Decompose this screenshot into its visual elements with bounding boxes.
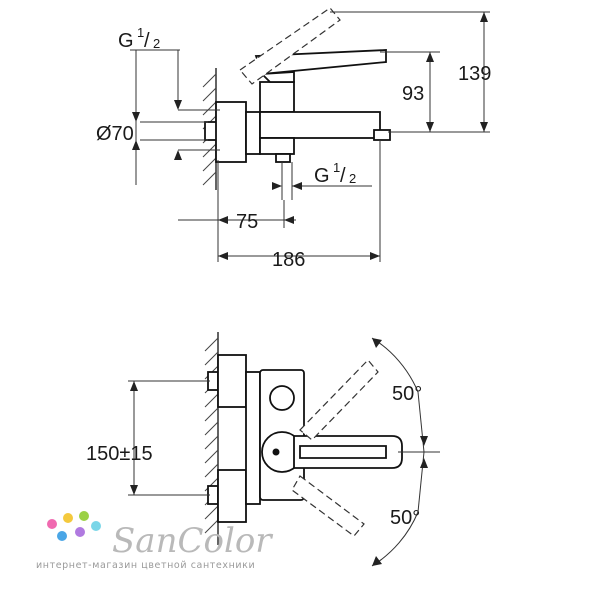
total-height-label: 139 <box>458 63 491 85</box>
faucet-side-body <box>204 7 391 163</box>
angle-down-label: 50° <box>390 507 420 529</box>
logo-dot <box>91 521 101 531</box>
angle-arcs <box>371 337 440 567</box>
wall-hatch-front <box>204 332 219 545</box>
thread-bottom-slash: / <box>340 165 346 187</box>
thread-top-label: G <box>118 30 134 52</box>
logo-dot <box>63 513 73 523</box>
thread-top-slash: / <box>144 30 150 52</box>
faucet-front-body <box>207 354 403 537</box>
diameter-label: Ø70 <box>96 123 134 145</box>
thread-top-numerator: 1 <box>137 25 144 40</box>
logo-dot <box>75 527 85 537</box>
thread-top-denominator: 2 <box>153 36 160 51</box>
angle-up-label: 50° <box>392 383 422 405</box>
logo-dot <box>79 511 89 521</box>
logo-dots <box>47 511 101 541</box>
side-view: G 1 / 2 Ø70 G 1 / 2 93 139 75 186 <box>96 7 491 271</box>
logo-dot <box>47 519 57 529</box>
watermark: SanColor интернет-магазин цветной сантех… <box>36 511 273 571</box>
spout-height-label: 93 <box>402 83 424 105</box>
logo-dot <box>57 531 67 541</box>
brand-tagline: интернет-магазин цветной сантехники <box>36 560 255 571</box>
front-view: 50° 50° 150±15 <box>86 332 440 567</box>
depth-total-label: 186 <box>272 249 305 271</box>
brand-logo-text: SanColor <box>112 521 273 561</box>
thread-bottom-label: G <box>314 165 330 187</box>
thread-bottom-denominator: 2 <box>349 171 356 186</box>
dimension-lines-top <box>130 11 490 262</box>
center-distance-dim <box>128 380 210 496</box>
thread-bottom-numerator: 1 <box>333 160 340 175</box>
center-distance-label: 150±15 <box>86 443 153 465</box>
depth-mid-label: 75 <box>236 211 258 233</box>
